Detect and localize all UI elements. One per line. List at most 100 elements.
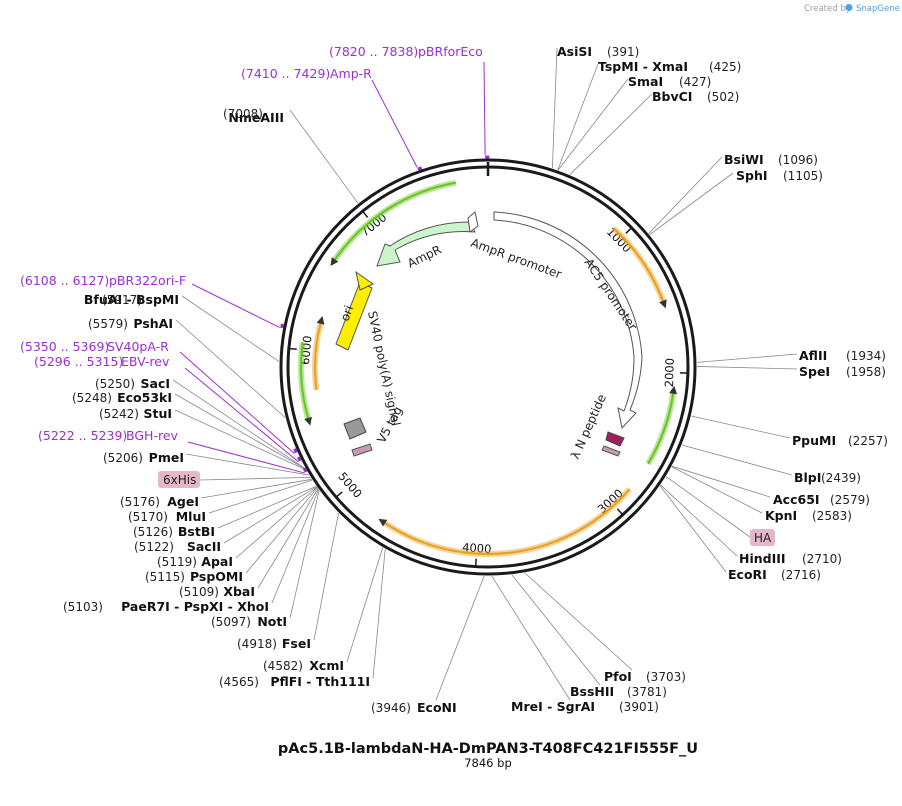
- lambda-n-peptide-label: λ N peptide: [568, 392, 609, 461]
- leader-line: [671, 466, 763, 514]
- leader-line: [491, 575, 571, 701]
- site-name: PmeI: [149, 450, 184, 465]
- leader-line: [235, 486, 318, 559]
- leader-line: [175, 319, 286, 418]
- site-name: SphI: [736, 168, 768, 183]
- site-name: XcmI: [309, 658, 344, 673]
- site-name: PflFI - Tth111I: [270, 674, 370, 689]
- site-name: ApaI: [201, 554, 233, 569]
- site-name: BlpI: [794, 470, 821, 485]
- site-position: (2710): [802, 552, 842, 566]
- site-position: (3781): [627, 685, 667, 699]
- primer-name: pBRforEco: [418, 44, 483, 59]
- site-position: (5103): [63, 600, 103, 614]
- site-position: (427): [679, 75, 711, 89]
- tag-leader: [665, 476, 751, 538]
- site-name: PshAI: [133, 316, 173, 331]
- orf-arrowhead: [316, 316, 325, 325]
- site-position: (2257): [848, 434, 888, 448]
- site-position: (3703): [646, 670, 686, 684]
- site-position: (5250): [95, 377, 135, 391]
- site-name: SpeI: [799, 364, 830, 379]
- leader-line: [217, 485, 317, 529]
- site-name: MreI - SgrAI: [511, 699, 595, 714]
- leader-line: [208, 479, 313, 514]
- site-name: AsiSI: [557, 44, 592, 59]
- site-name: KpnI: [765, 508, 797, 523]
- primer-range: (5222 .. 5239): [38, 428, 127, 443]
- ac5-promoter-label: AC5 promoter: [582, 256, 640, 333]
- leader-line: [181, 295, 280, 362]
- ampr-promoter-arrow-tip: [467, 211, 479, 233]
- credit-brand: SnapGene: [856, 4, 900, 14]
- backbone-inner-ring: [286, 165, 690, 569]
- orf-arc-4: [300, 342, 310, 419]
- v5-tag-box: [351, 443, 373, 457]
- leader-line: [511, 574, 601, 686]
- site-position: (5917): [102, 293, 142, 307]
- site-name: StuI: [143, 406, 172, 421]
- leader-line: [660, 484, 738, 557]
- ampr-gene-arrow: [376, 221, 476, 267]
- tag-6xhis-badge: [158, 471, 200, 488]
- site-name: AgeI: [167, 494, 199, 509]
- site-name: PpuMI: [792, 433, 836, 448]
- tick-mark: [625, 227, 633, 234]
- site-position: (1105): [783, 169, 823, 183]
- leader-line: [185, 453, 310, 476]
- site-name: FseI: [282, 636, 311, 651]
- site-name: NmeAIII: [228, 110, 284, 125]
- site-position: (1958): [846, 365, 886, 379]
- site-position: (7008): [223, 107, 263, 121]
- site-name: BssHII: [570, 684, 614, 699]
- primer-mark: [417, 166, 423, 171]
- ampr-label: AmpR: [405, 242, 443, 270]
- site-name: SacI: [141, 376, 171, 391]
- site-position: (425): [709, 60, 741, 74]
- tick-mark: [288, 347, 297, 351]
- leader-line: [223, 486, 317, 544]
- ori-arrow-tip: [355, 270, 374, 291]
- leader-line: [271, 489, 319, 604]
- leader-line: [372, 548, 386, 679]
- leader-line: [681, 444, 793, 476]
- primer-name: EBV-rev: [121, 354, 170, 369]
- plasmid-backbone: [279, 158, 697, 576]
- site-name: AflII: [799, 348, 827, 363]
- leader-line: [649, 172, 734, 235]
- primer-name: pBR322ori-F: [109, 273, 186, 288]
- primer-leader: [184, 367, 299, 463]
- site-name: BbvCI: [652, 89, 692, 104]
- primer-mark: [302, 467, 308, 473]
- ampr-promoter-label: AmpR promoter: [469, 236, 563, 282]
- site-name: MluI: [176, 509, 206, 524]
- site-position: (391): [607, 45, 639, 59]
- primer-range: (7820 .. 7838): [329, 44, 418, 59]
- orf-arc-1: [612, 227, 664, 302]
- site-position: (2439): [821, 471, 861, 485]
- ha-tag-box: [601, 445, 621, 457]
- leader-line: [557, 63, 599, 171]
- orf-arrowhead: [659, 299, 667, 309]
- tag-ha-badge: [750, 529, 775, 546]
- site-position: (2579): [830, 493, 870, 507]
- site-name: Acc65I: [773, 492, 820, 507]
- primer-name: Amp-R: [330, 66, 372, 81]
- site-position: (5248): [72, 391, 112, 405]
- primer-name: SV40pA-R: [107, 339, 169, 354]
- site-position: (4918): [237, 637, 277, 651]
- primer-leader: [179, 351, 295, 454]
- site-name: SmaI: [628, 74, 663, 89]
- site-position: (5170): [128, 510, 168, 524]
- site-position: (5122): [134, 540, 174, 554]
- site-name: TspMI - XmaI: [598, 59, 688, 74]
- tag-ha: HA: [750, 529, 775, 546]
- backbone-outer-ring: [279, 158, 697, 576]
- site-name: EcoNI: [417, 700, 457, 715]
- leader-line: [524, 572, 633, 671]
- orf-arc-2: [647, 393, 675, 465]
- site-position: (3901): [619, 700, 659, 714]
- site-position: (1934): [846, 349, 886, 363]
